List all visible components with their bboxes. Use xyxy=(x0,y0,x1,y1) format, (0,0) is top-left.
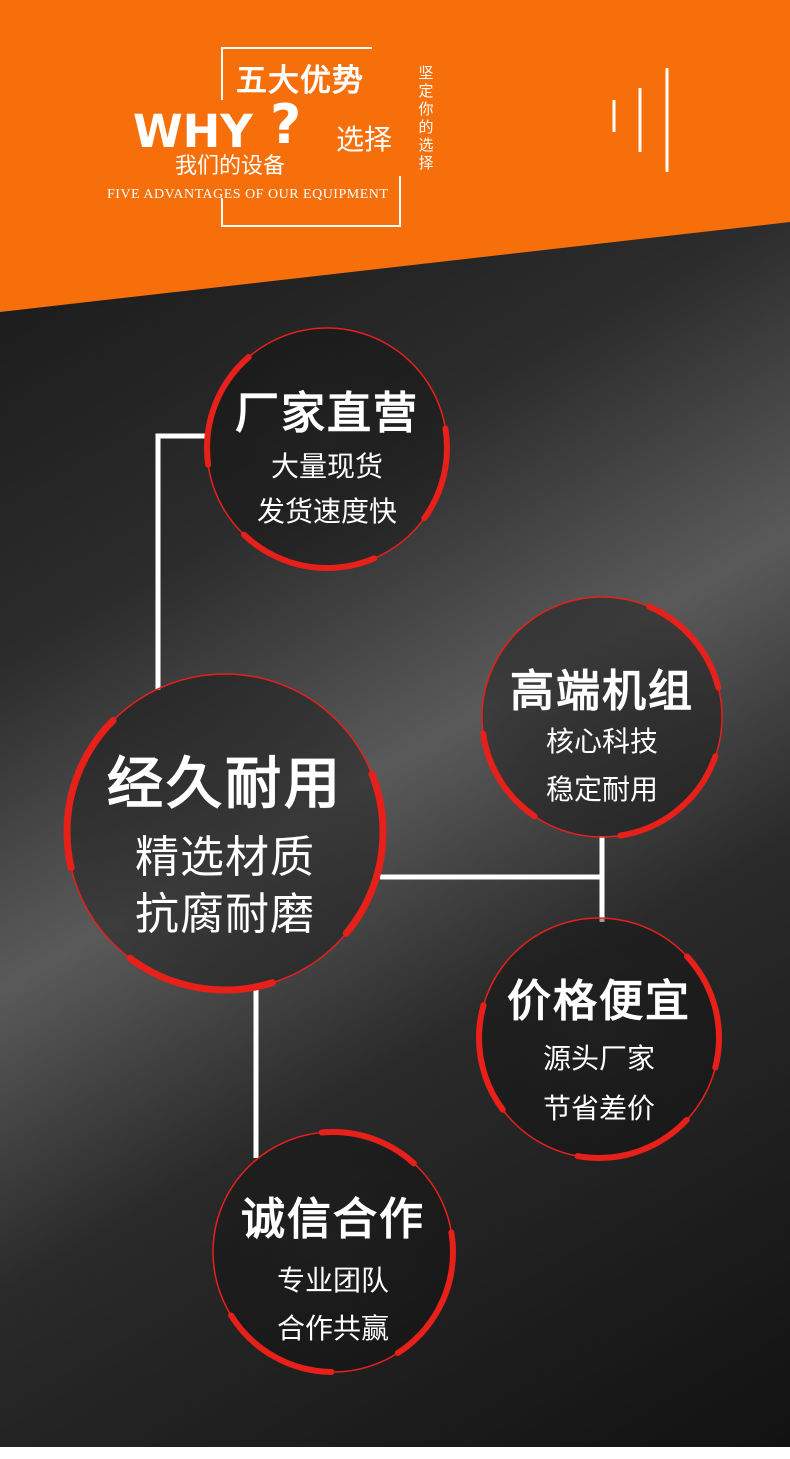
vertical-char: 择 xyxy=(418,154,434,172)
subline-text: 我们的设备 xyxy=(175,154,286,179)
circle-ring-4 xyxy=(476,915,722,1161)
vertical-char: 你 xyxy=(418,100,434,118)
advantage-3-title: 经久耐用 xyxy=(107,752,343,817)
advantage-1-line1: 大量现货 xyxy=(270,450,383,483)
vertical-char: 的 xyxy=(418,118,434,136)
advantage-1-title: 厂家直营 xyxy=(235,388,419,439)
headline-text: 五大优势 xyxy=(236,63,364,99)
advantage-2-line2: 稳定耐用 xyxy=(545,773,658,806)
english-caption: FIVE ADVANTAGES OF OUR EQUIPMENT xyxy=(107,187,389,202)
advantage-3-line2: 抗腐耐磨 xyxy=(135,889,315,940)
why-text: WHY xyxy=(133,105,253,158)
circle-ring-3 xyxy=(63,670,387,994)
advantage-5-title: 诚信合作 xyxy=(241,1194,425,1245)
question-mark: ? xyxy=(270,93,302,156)
choose-text: 选择 xyxy=(336,123,393,156)
advantage-5-line1: 专业团队 xyxy=(276,1264,389,1297)
header-band xyxy=(0,0,790,312)
advantage-4-title: 价格便宜 xyxy=(507,976,691,1027)
circle-ring-2 xyxy=(479,594,725,840)
deco-bars xyxy=(612,68,669,172)
vertical-char: 选 xyxy=(418,136,434,154)
connector-lines xyxy=(155,433,605,1158)
advantage-3-line1: 精选材质 xyxy=(135,832,315,883)
vertical-text: 坚 定 你 的 选 择 xyxy=(417,64,435,172)
advantage-2-title: 高端机组 xyxy=(510,666,694,717)
circle-ring-5 xyxy=(210,1129,456,1375)
advantage-5-line2: 合作共赢 xyxy=(276,1312,389,1345)
circle-ring-1 xyxy=(204,325,450,571)
vertical-char: 坚 xyxy=(418,64,434,82)
advantage-4-line2: 节省差价 xyxy=(542,1092,655,1125)
advantage-2-line1: 核心科技 xyxy=(545,725,658,758)
header-frame xyxy=(221,47,401,227)
advantage-4-line1: 源头厂家 xyxy=(542,1042,655,1075)
vertical-char: 定 xyxy=(418,82,434,100)
advantage-1-line2: 发货速度快 xyxy=(256,495,397,528)
